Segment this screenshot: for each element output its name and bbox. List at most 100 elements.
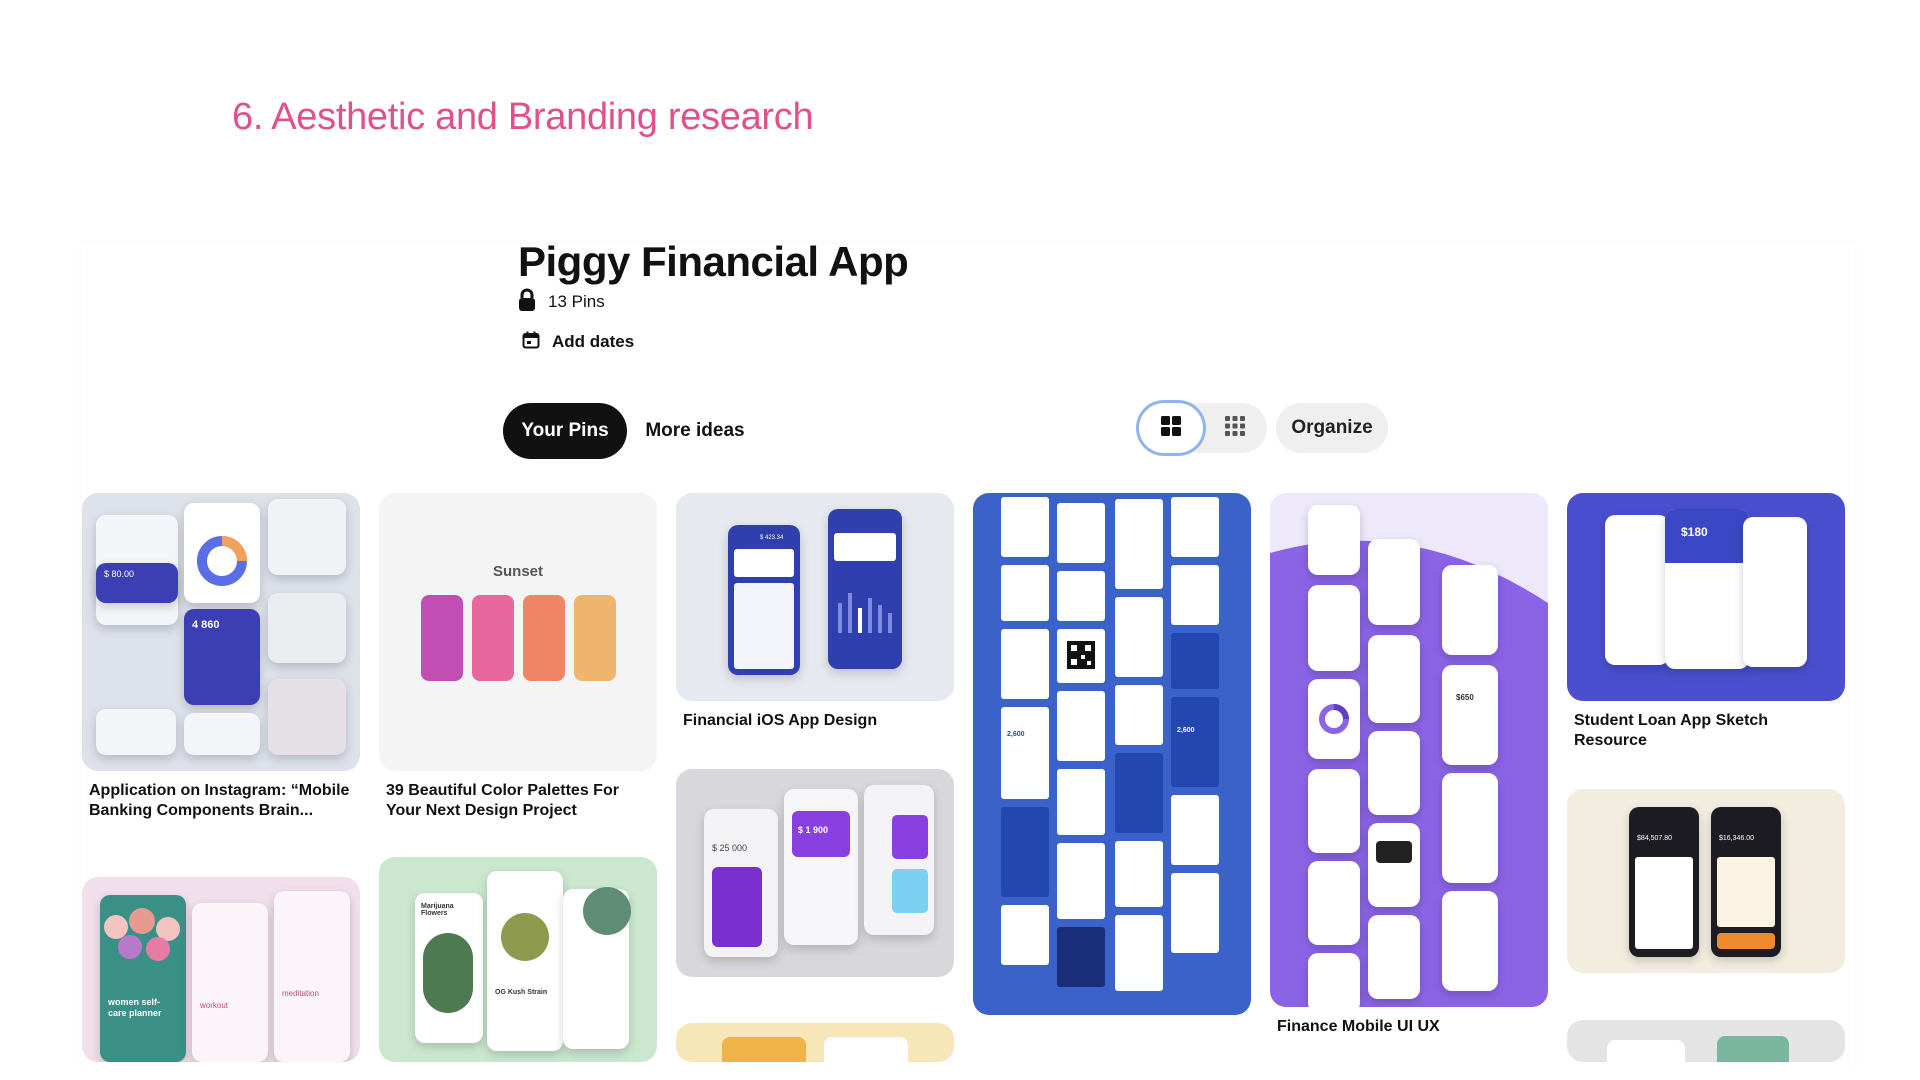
dense-grid-button[interactable] — [1203, 403, 1267, 453]
pin-title: Student Loan App Sketch Resource — [1574, 712, 1769, 749]
pin-image-card — [1442, 891, 1498, 991]
donut-graphic — [197, 536, 247, 586]
pin-image-card — [268, 593, 346, 663]
lock-icon — [518, 288, 536, 317]
pin-finance-mobile-ui[interactable]: $650 — [1270, 493, 1548, 1007]
donut-graphic — [1319, 704, 1349, 734]
grid-large-icon — [1161, 415, 1181, 441]
pin-image-text: $16,346.00 — [1719, 835, 1755, 842]
pin-title: Finance Mobile UI UX — [1277, 1018, 1440, 1035]
pin-image-card — [864, 785, 934, 935]
pin-crypto-wallet[interactable]: $84,507.80 $16,346.00 — [1567, 789, 1845, 973]
screen-thumb — [1171, 497, 1219, 557]
pin-financial-ios[interactable]: $ 423.34 — [676, 493, 954, 701]
pin-image-card: $ 423.34 — [728, 525, 800, 675]
balance-card — [734, 549, 794, 577]
pin-image-text: $650 — [1456, 693, 1474, 702]
pin-image-card — [1368, 823, 1420, 907]
pin-image-card — [268, 679, 346, 755]
plant-image — [423, 933, 473, 1013]
add-dates-button[interactable]: Add dates — [522, 330, 634, 354]
pin-image-card — [828, 509, 902, 669]
pin-image-card: OG Kush Strain — [487, 871, 563, 1051]
pin-student-loan[interactable]: $180 — [1567, 493, 1845, 701]
pin-image-card: Marijuana Flowers — [415, 893, 483, 1043]
screen-thumb: 2,600 — [1001, 707, 1049, 799]
pin-image-card — [184, 713, 260, 755]
card-visual: $ 1 900 — [792, 811, 850, 857]
palette-swatch — [523, 595, 565, 681]
screens-grid: 2,600 2,600 — [973, 493, 1251, 1015]
calendar-icon — [522, 331, 540, 354]
pin-mobile-banking-components[interactable]: $ 80.00 4 860 — [82, 493, 360, 771]
pin-image-card — [1607, 1040, 1685, 1062]
balance-card — [834, 533, 896, 561]
screen-thumb — [1171, 633, 1219, 689]
screen-thumb — [1057, 769, 1105, 835]
screen-thumb — [1115, 915, 1163, 991]
pin-image-card — [1605, 515, 1669, 665]
pin-image-card: $650 — [1442, 665, 1498, 765]
organize-button[interactable]: Organize — [1276, 403, 1388, 453]
pin-image-card — [184, 503, 260, 603]
palette-swatch — [472, 595, 514, 681]
pin-yellow-app[interactable] — [676, 1023, 954, 1062]
pin-image-card: $ 80.00 — [96, 563, 178, 603]
screen-thumb — [1115, 597, 1163, 677]
pin-image-card: $180 — [1665, 509, 1749, 669]
screen-thumb: 2,600 — [1171, 697, 1219, 787]
screen-thumb — [1171, 565, 1219, 625]
screen-thumb — [1001, 565, 1049, 621]
view-toggle — [1139, 403, 1267, 453]
pin-image-text: 2,600 — [1007, 731, 1025, 738]
pin-title: 39 Beautiful Color Palettes For Your Nex… — [386, 782, 619, 819]
pin-color-palettes[interactable]: Sunset — [379, 493, 657, 771]
board-title: Piggy Financial App — [518, 238, 909, 285]
pin-image-text: $84,507.80 — [1637, 835, 1673, 842]
pin-image-card — [1308, 679, 1360, 759]
pin-image-card — [1717, 1036, 1789, 1062]
pin-image-text: $180 — [1681, 525, 1708, 539]
pin-image-text: meditation — [282, 989, 319, 998]
grid-dense-icon — [1225, 415, 1245, 441]
pin-wallet-cards[interactable]: $ 25 000 $ 1 900 — [676, 769, 954, 977]
balance-card: $180 — [1665, 509, 1749, 563]
pin-image-card: 4 860 — [184, 609, 260, 705]
women-illustration — [104, 908, 180, 961]
pin-image-text: $ 80.00 — [104, 569, 135, 579]
screen-thumb — [1115, 499, 1163, 589]
pin-image-text: $ 423.34 — [760, 535, 784, 541]
pin-image-card — [1368, 915, 1420, 999]
tab-more-ideas[interactable]: More ideas — [645, 420, 745, 441]
screen-thumb — [1057, 571, 1105, 621]
pin-count: 13 Pins — [548, 292, 605, 311]
tab-your-pins[interactable]: Your Pins — [503, 403, 627, 459]
pin-image-text: 4 860 — [192, 619, 220, 631]
section-heading: 6. Aesthetic and Branding research — [232, 96, 814, 138]
board-panel — [82, 244, 1854, 1074]
pin-count-row: 13 Pins — [518, 288, 605, 317]
action-bar — [1717, 933, 1775, 949]
pin-image-text: women self-care planner — [108, 997, 162, 1018]
pin-image-card — [1368, 731, 1420, 815]
screen-thumb — [1057, 691, 1105, 761]
pin-marijuana-app[interactable]: Marijuana Flowers OG Kush Strain — [379, 857, 657, 1062]
pin-self-care-planner[interactable]: women self-care planner workout meditati… — [82, 877, 360, 1062]
standard-grid-button[interactable] — [1139, 403, 1203, 453]
list-panel — [734, 583, 794, 669]
pin-image-card — [563, 887, 631, 1049]
pin-image-card — [1368, 635, 1420, 723]
pin-image-card — [1308, 953, 1360, 1007]
pin-grey-app[interactable] — [1567, 1020, 1845, 1062]
chart-panel — [1717, 857, 1775, 927]
screen-thumb — [1057, 629, 1105, 683]
pin-image-card — [824, 1037, 908, 1062]
add-dates-label: Add dates — [552, 332, 635, 351]
pin-image-card — [1308, 861, 1360, 945]
palette-swatch — [421, 595, 463, 681]
pin-image-text: $ 1 900 — [798, 825, 829, 835]
pin-image-card — [1442, 565, 1498, 655]
pin-blue-finance-screens[interactable]: 2,600 2,600 — [973, 493, 1251, 1015]
pin-image-card: women self-care planner — [100, 895, 186, 1062]
screen-thumb — [1057, 503, 1105, 563]
